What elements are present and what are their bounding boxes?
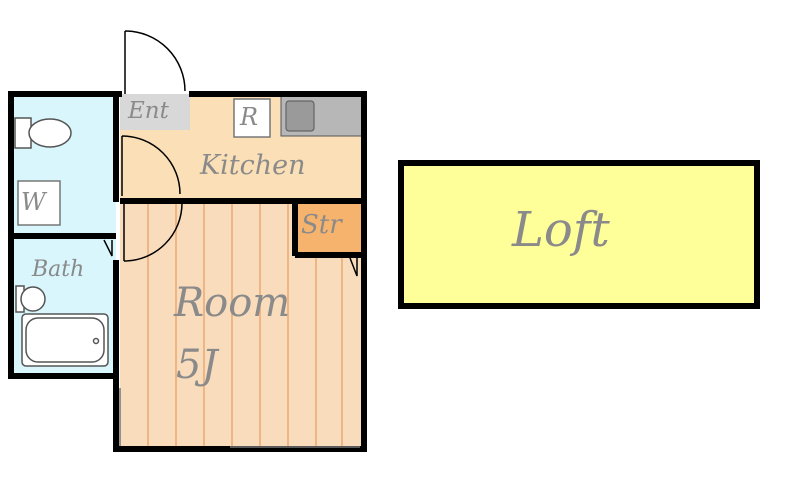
walls bbox=[8, 91, 367, 452]
toilet-icon bbox=[14, 117, 72, 149]
window-marks bbox=[119, 388, 360, 448]
entrance-label: Ent bbox=[128, 98, 169, 124]
small-door-marks bbox=[103, 239, 358, 277]
sink-icon bbox=[285, 100, 315, 132]
storage-label: Str bbox=[301, 210, 342, 240]
bath-label: Bath bbox=[32, 257, 85, 282]
bath-sink-icon bbox=[15, 285, 46, 313]
room-size-label: 5J bbox=[176, 342, 218, 388]
room-label: Room bbox=[174, 280, 291, 326]
entrance-tile bbox=[120, 94, 190, 130]
refrigerator-icon bbox=[233, 98, 271, 138]
loft-label: Loft bbox=[512, 202, 610, 258]
bathtub-icon bbox=[21, 313, 109, 367]
room-door-swing bbox=[123, 201, 183, 262]
washer-icon bbox=[17, 180, 61, 226]
floorboard-lines bbox=[147, 203, 343, 446]
entrance-door-swing bbox=[124, 30, 186, 94]
storage-floor bbox=[296, 203, 362, 253]
refrigerator-label: R bbox=[240, 103, 259, 131]
washer-label: W bbox=[21, 188, 46, 216]
kitchen-label: Kitchen bbox=[200, 150, 306, 181]
loft-area bbox=[398, 160, 760, 309]
kitchen-door-swing bbox=[121, 135, 181, 196]
